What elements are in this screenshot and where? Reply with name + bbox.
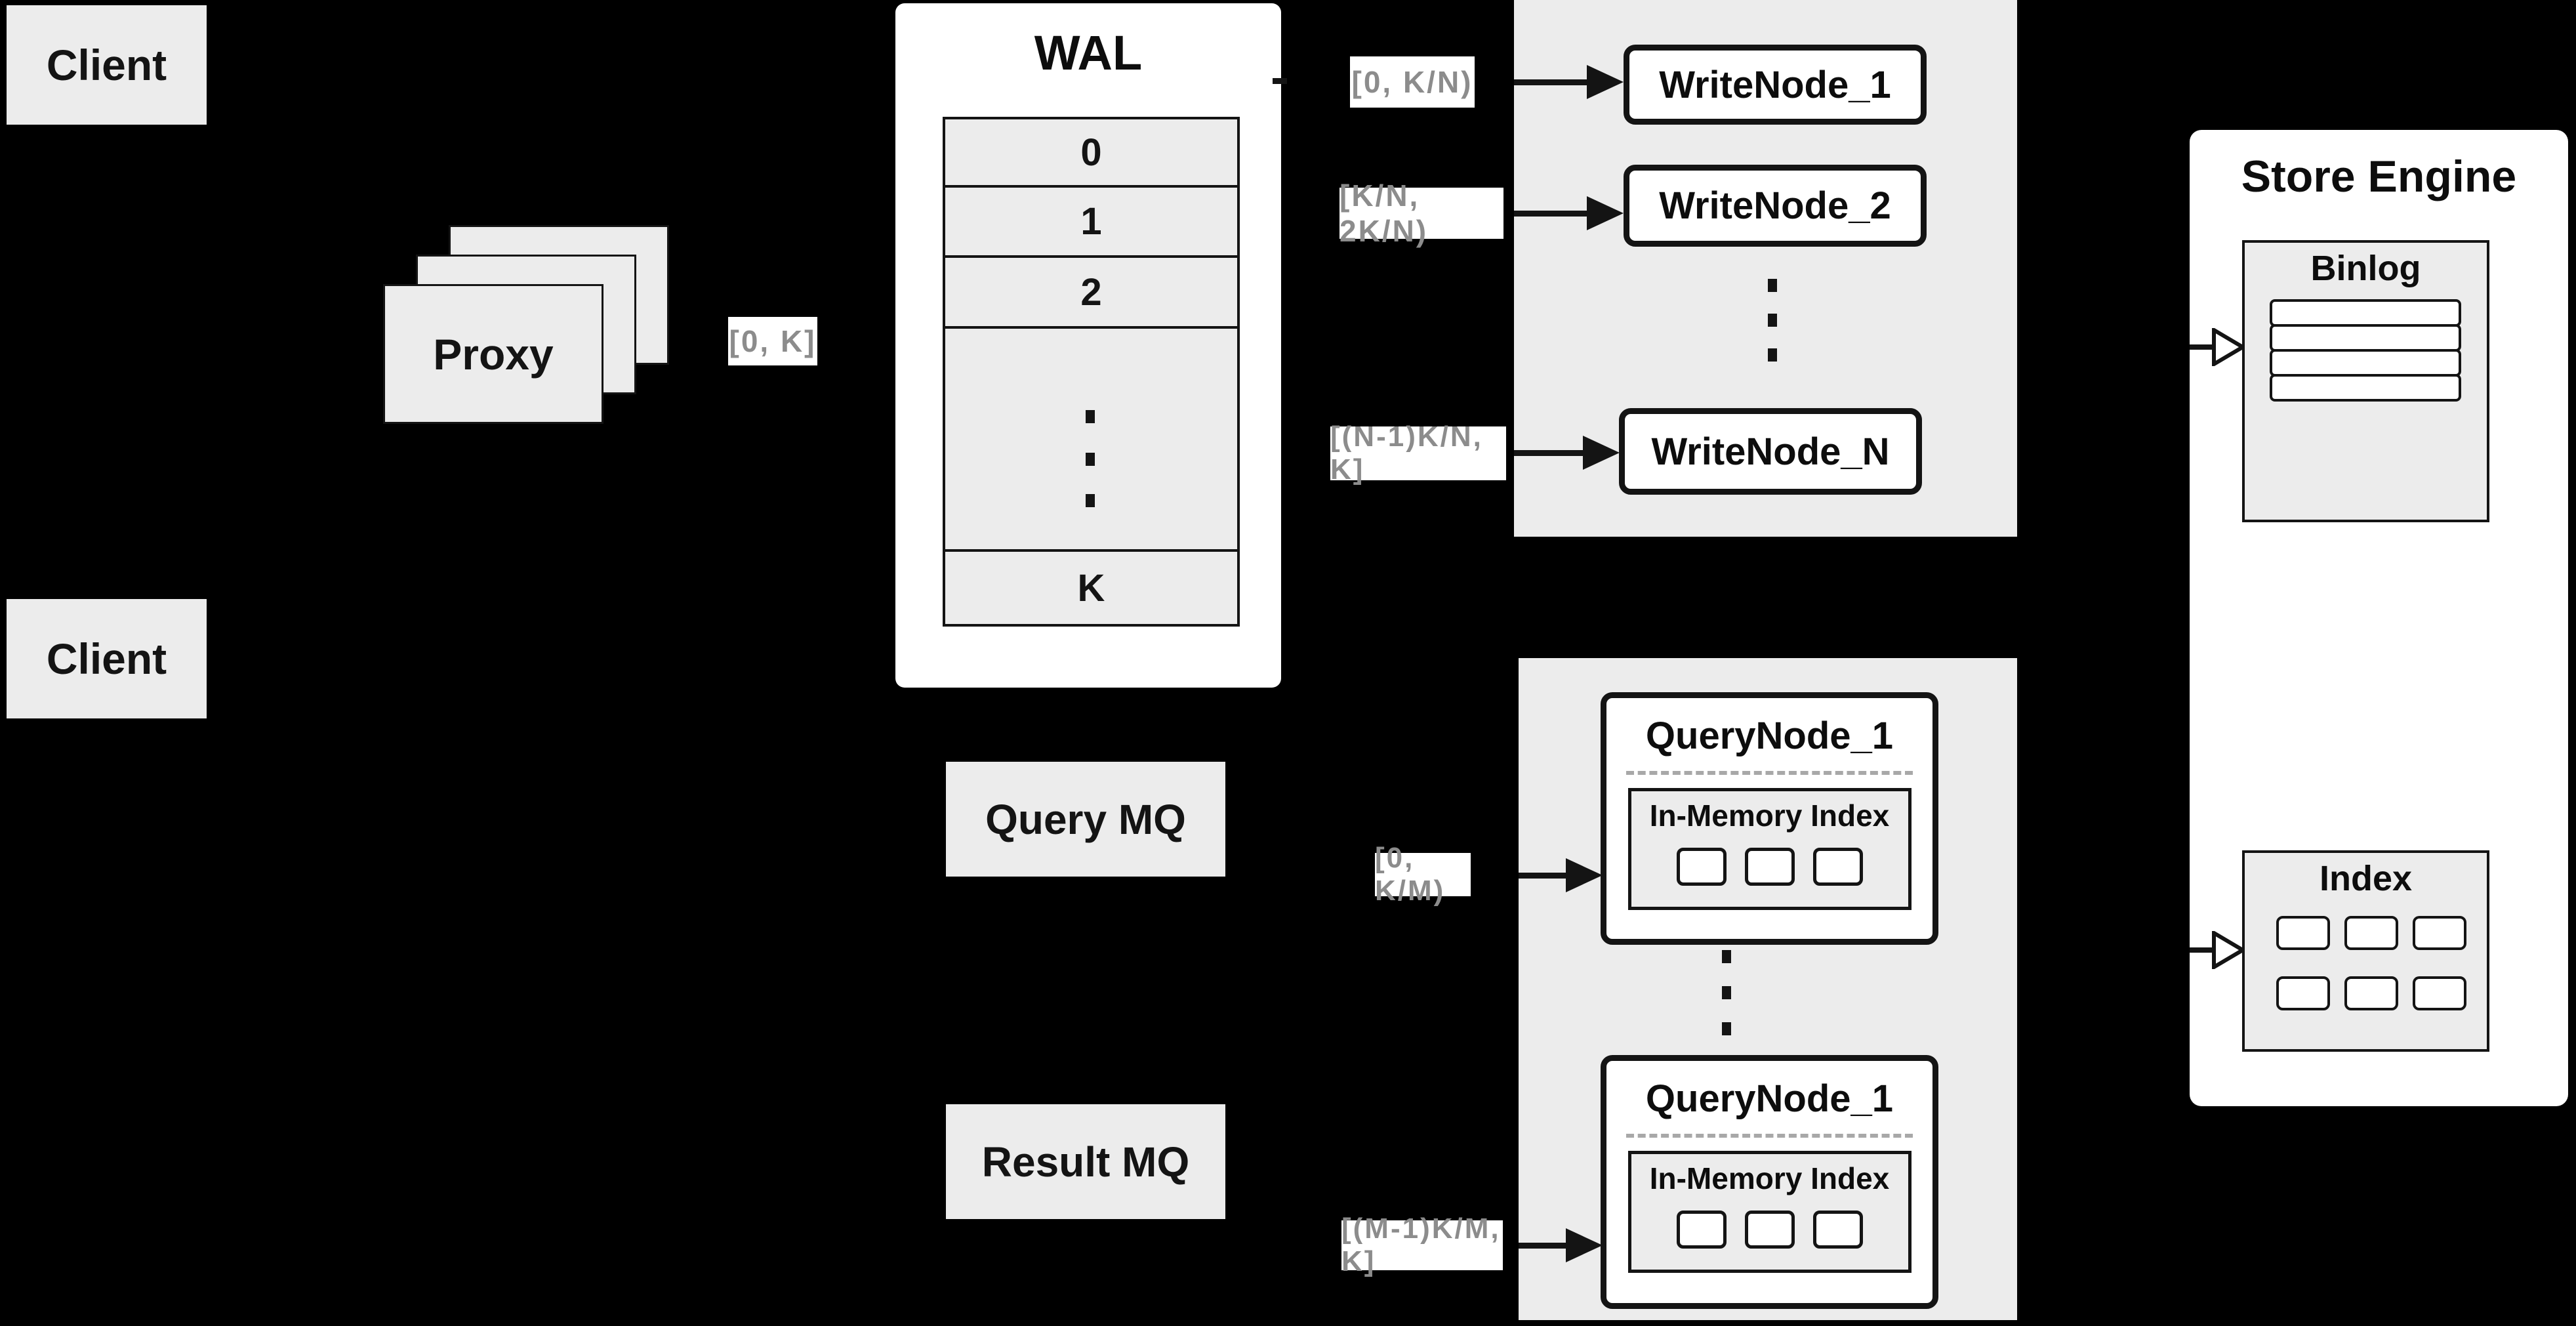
range-chip-write-1-text: [0, K/N) xyxy=(1351,65,1473,99)
index-square xyxy=(2413,976,2466,1010)
wal-row-0-label: 0 xyxy=(1080,131,1102,174)
arrow-line-query-m xyxy=(1519,1243,1568,1249)
binlog-title: Binlog xyxy=(2310,249,2421,288)
write-node-1-label: WriteNode_1 xyxy=(1659,63,1891,106)
wal-row-1: 1 xyxy=(943,185,1240,258)
query-node-2: QueryNode_1 In-Memory Index xyxy=(1601,1055,1938,1309)
result-mq-node: Result MQ xyxy=(946,1104,1225,1219)
segment-square xyxy=(1676,1211,1727,1249)
arrow-line-query-1 xyxy=(1519,873,1568,879)
range-chip-query-m-text: [(M-1)K/M, K] xyxy=(1341,1212,1501,1277)
query-node-1-label: QueryNode_1 xyxy=(1645,715,1894,757)
segment-square xyxy=(1812,848,1863,886)
segment-square xyxy=(1676,848,1727,886)
in-memory-index-2-segments xyxy=(1631,1211,1908,1249)
wal-row-2-label: 2 xyxy=(1080,270,1102,314)
proxy-label: Proxy xyxy=(433,329,554,379)
arrowhead-query-1 xyxy=(1566,858,1603,892)
range-chip-write-1: [0, K/N) xyxy=(1350,56,1475,108)
wal-row-k-label: K xyxy=(1077,566,1105,610)
arrow-line-write-n xyxy=(1514,450,1586,456)
query-node-1: QueryNode_1 In-Memory Index xyxy=(1601,692,1938,945)
wal-row-1-label: 1 xyxy=(1080,200,1102,243)
range-chip-0-k: [0, K] xyxy=(728,317,817,365)
arrow-line-index xyxy=(2190,947,2216,953)
query-node-2-divider xyxy=(1626,1134,1913,1138)
binlog-row xyxy=(2270,349,2461,377)
write-node-1: WriteNode_1 xyxy=(1624,45,1927,125)
write-node-n: WriteNode_N xyxy=(1619,408,1922,495)
range-chip-write-n: [(N-1)K/N, K] xyxy=(1330,421,1506,486)
binlog-row xyxy=(2270,299,2461,327)
arrow-line-binlog xyxy=(2190,344,2216,350)
range-chip-query-1: [0, K/M) xyxy=(1375,842,1471,907)
binlog-row xyxy=(2270,324,2461,352)
wal-output-connector-stub xyxy=(1273,78,1287,84)
arrowhead-write-1 xyxy=(1587,65,1624,99)
client-node-top: Client xyxy=(7,5,207,125)
binlog-box: Binlog xyxy=(2242,240,2489,522)
range-chip-write-2: [K/N, 2K/N) xyxy=(1339,178,1503,248)
write-node-2-label: WriteNode_2 xyxy=(1659,184,1891,227)
wal-row-ellipsis xyxy=(943,326,1240,552)
arrow-line-write-1 xyxy=(1514,79,1590,85)
proxy-card-front: Proxy xyxy=(383,284,603,424)
index-square xyxy=(2276,916,2330,950)
range-chip-write-2-text: [K/N, 2K/N) xyxy=(1339,178,1429,248)
hollow-arrowhead-index xyxy=(2212,931,2245,969)
query-node-1-divider xyxy=(1626,771,1913,775)
wal-row-0: 0 xyxy=(943,117,1240,188)
wal-title: WAL xyxy=(1034,26,1143,80)
wal-row-2: 2 xyxy=(943,255,1240,329)
wal-row-k: K xyxy=(943,549,1240,627)
arrowhead-query-m xyxy=(1566,1228,1603,1262)
range-chip-query-1-text: [0, K/M) xyxy=(1375,842,1446,907)
in-memory-index-1-segments xyxy=(1631,848,1908,886)
query-node-2-label: QueryNode_1 xyxy=(1645,1077,1894,1120)
index-box: Index xyxy=(2242,850,2489,1052)
query-mq-node: Query MQ xyxy=(946,762,1225,877)
range-chip-query-m: [(M-1)K/M, K] xyxy=(1341,1212,1503,1277)
hollow-arrowhead-binlog xyxy=(2212,328,2245,366)
result-mq-label: Result MQ xyxy=(981,1138,1190,1186)
write-node-n-label: WriteNode_N xyxy=(1651,430,1890,473)
arrow-line-write-2 xyxy=(1514,211,1590,217)
client-bottom-label: Client xyxy=(46,634,167,683)
store-engine-title: Store Engine xyxy=(2241,152,2517,201)
segment-square xyxy=(1812,1211,1863,1249)
arrowhead-write-2 xyxy=(1587,196,1624,230)
range-chip-0-k-text: [0, K] xyxy=(729,324,817,358)
client-node-bottom: Client xyxy=(7,599,207,718)
index-title: Index xyxy=(2319,859,2413,898)
in-memory-index-2-label: In-Memory Index xyxy=(1649,1161,1890,1195)
index-square xyxy=(2276,976,2330,1010)
index-square xyxy=(2344,976,2398,1010)
index-square xyxy=(2413,916,2466,950)
index-square xyxy=(2344,916,2398,950)
segment-square xyxy=(1744,1211,1795,1249)
range-chip-write-n-text: [(N-1)K/N, K] xyxy=(1330,421,1483,486)
query-mq-label: Query MQ xyxy=(985,795,1186,843)
in-memory-index-1: In-Memory Index xyxy=(1627,788,1912,910)
arrowhead-write-n xyxy=(1583,436,1620,470)
client-top-label: Client xyxy=(46,41,167,89)
in-memory-index-2: In-Memory Index xyxy=(1627,1151,1912,1273)
binlog-row xyxy=(2270,374,2461,402)
write-node-2: WriteNode_2 xyxy=(1624,165,1927,247)
segment-square xyxy=(1744,848,1795,886)
in-memory-index-1-label: In-Memory Index xyxy=(1649,798,1890,833)
